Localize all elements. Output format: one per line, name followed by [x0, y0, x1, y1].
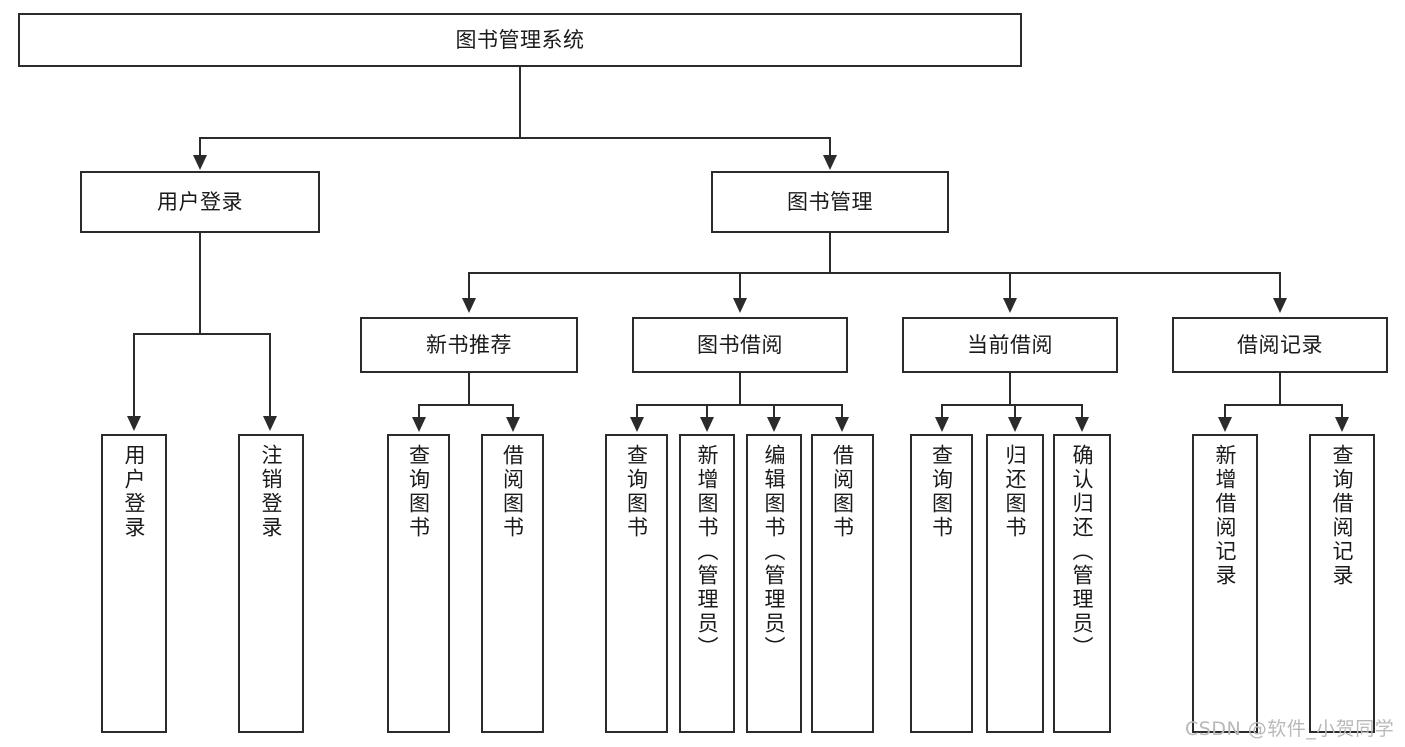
leaf-add-book-admin[interactable]: 新增图书（管理员） — [679, 434, 735, 733]
node-label: 用户登录 — [157, 189, 243, 214]
edge-bookmgmt-drop-4 — [1279, 272, 1281, 299]
arrow-to-leaf-query-borrow-record — [1335, 417, 1349, 432]
edge-newbook-drop-1 — [418, 404, 420, 418]
edge-bookmgmt-drop-3 — [1009, 272, 1011, 299]
edge-root-drop-left — [199, 137, 201, 157]
edge-root-stem — [519, 67, 521, 138]
arrow-to-leaf-add-borrow-record — [1218, 417, 1232, 432]
arrow-to-borrow-record — [1273, 298, 1287, 313]
leaf-confirm-return-admin[interactable]: 确认归还（管理员） — [1053, 434, 1111, 733]
edge-bookborrow-stem — [739, 373, 741, 405]
arrow-to-leaf-query-book-3 — [935, 417, 949, 432]
edge-root-drop-right — [829, 137, 831, 157]
edge-bookmgmt-stem — [829, 233, 831, 273]
edge-bookmgmt-bus — [468, 272, 1280, 274]
leaf-user-login[interactable]: 用户登录 — [101, 434, 167, 733]
node-book-borrow[interactable]: 图书借阅 — [632, 317, 848, 373]
edge-bookborrow-drop-1 — [636, 404, 638, 418]
arrow-to-book-borrow — [733, 298, 747, 313]
node-label: 确认归还（管理员） — [1070, 444, 1095, 660]
leaf-query-book-3[interactable]: 查询图书 — [910, 434, 973, 733]
node-new-book-recommend[interactable]: 新书推荐 — [360, 317, 578, 373]
edge-borrowrecord-bus — [1224, 404, 1342, 406]
leaf-edit-book-admin[interactable]: 编辑图书（管理员） — [746, 434, 802, 733]
node-label: 查询图书 — [929, 444, 954, 540]
leaf-logout[interactable]: 注销登录 — [238, 434, 304, 733]
node-label: 当前借阅 — [967, 332, 1053, 357]
csdn-watermark: CSDN @软件_小贺同学 — [1185, 718, 1395, 740]
arrow-to-leaf-add-book — [700, 417, 714, 432]
edge-newbook-drop-2 — [512, 404, 514, 418]
arrow-to-current-borrow — [1003, 298, 1017, 313]
edge-currentborrow-bus — [941, 404, 1082, 406]
leaf-query-book-2[interactable]: 查询图书 — [605, 434, 668, 733]
arrow-to-leaf-confirm-return — [1075, 417, 1089, 432]
edge-bookmgmt-drop-2 — [739, 272, 741, 299]
node-label: 图书借阅 — [697, 332, 783, 357]
arrow-to-leaf-query-book-1 — [412, 417, 426, 432]
leaf-query-book-1[interactable]: 查询图书 — [387, 434, 450, 733]
edge-userlogin-drop-2 — [269, 333, 271, 417]
node-label: 新增借阅记录 — [1213, 444, 1238, 588]
edge-bookborrow-drop-2 — [706, 404, 708, 418]
leaf-borrow-book-1[interactable]: 借阅图书 — [481, 434, 544, 733]
edge-bookborrow-bus — [636, 404, 842, 406]
edge-userlogin-stem — [199, 233, 201, 334]
edge-bookmgmt-drop-1 — [468, 272, 470, 299]
node-label: 借阅图书 — [830, 444, 855, 540]
arrow-to-leaf-query-book-2 — [630, 417, 644, 432]
node-label: 借阅图书 — [500, 444, 525, 540]
edge-userlogin-drop-1 — [133, 333, 135, 417]
node-label: 查询图书 — [406, 444, 431, 540]
edge-userlogin-bus — [133, 333, 271, 335]
node-label: 归还图书 — [1003, 444, 1028, 540]
node-user-login[interactable]: 用户登录 — [80, 171, 320, 233]
edge-bookborrow-drop-4 — [841, 404, 843, 418]
node-label: 编辑图书（管理员） — [762, 444, 787, 660]
arrow-to-leaf-return-book — [1008, 417, 1022, 432]
arrow-to-new-book-recommend — [462, 298, 476, 313]
node-label: 借阅记录 — [1237, 332, 1323, 357]
leaf-return-book[interactable]: 归还图书 — [986, 434, 1044, 733]
leaf-add-borrow-record[interactable]: 新增借阅记录 — [1192, 434, 1258, 733]
edge-borrowrecord-stem — [1279, 373, 1281, 405]
arrow-to-leaf-borrow-book-1 — [506, 417, 520, 432]
edge-currentborrow-drop-2 — [1014, 404, 1016, 418]
edge-borrowrecord-drop-1 — [1224, 404, 1226, 418]
arrow-to-leaf-user-login — [127, 416, 141, 431]
node-label: 新增图书（管理员） — [695, 444, 720, 660]
node-root[interactable]: 图书管理系统 — [18, 13, 1022, 67]
node-borrow-record[interactable]: 借阅记录 — [1172, 317, 1388, 373]
edge-currentborrow-stem — [1009, 373, 1011, 405]
arrow-to-leaf-logout — [263, 416, 277, 431]
arrow-to-book-management — [823, 155, 837, 170]
node-current-borrow[interactable]: 当前借阅 — [902, 317, 1118, 373]
node-label: 查询借阅记录 — [1330, 444, 1355, 588]
arrow-to-leaf-borrow-book-2 — [835, 417, 849, 432]
node-label: 图书管理 — [787, 189, 873, 214]
edge-currentborrow-drop-1 — [941, 404, 943, 418]
edge-root-bus — [199, 137, 831, 139]
edge-borrowrecord-drop-2 — [1341, 404, 1343, 418]
leaf-query-borrow-record[interactable]: 查询借阅记录 — [1309, 434, 1375, 733]
node-label: 图书管理系统 — [455, 27, 585, 52]
edge-bookborrow-drop-3 — [773, 404, 775, 418]
node-label: 查询图书 — [624, 444, 649, 540]
node-label: 新书推荐 — [426, 332, 512, 357]
arrow-to-leaf-edit-book — [767, 417, 781, 432]
edge-currentborrow-drop-3 — [1081, 404, 1083, 418]
node-label: 注销登录 — [259, 444, 284, 540]
node-label: 用户登录 — [122, 444, 147, 540]
arrow-to-user-login — [193, 155, 207, 170]
edge-newbook-bus — [418, 404, 514, 406]
edge-newbook-stem — [468, 373, 470, 405]
node-book-management[interactable]: 图书管理 — [711, 171, 949, 233]
leaf-borrow-book-2[interactable]: 借阅图书 — [811, 434, 874, 733]
